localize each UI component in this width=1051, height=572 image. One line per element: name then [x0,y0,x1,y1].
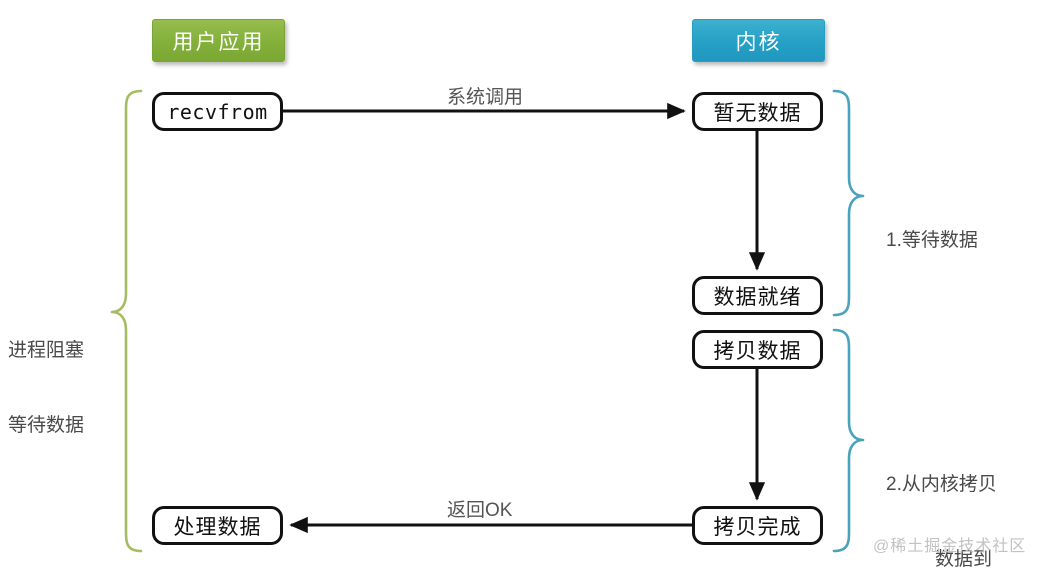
node-no-data-label: 暂无数据 [713,101,802,125]
node-copy-data-label: 拷贝数据 [713,339,802,363]
header-user-application: 用户应用 [152,19,285,62]
node-copy-data[interactable]: 拷贝数据 [692,330,823,369]
annotation-step-2: 2.从内核拷贝 数据到 用户空间 [886,422,1041,572]
edge-label-syscall: 系统调用 [447,87,524,108]
annotation-process-blocked-line2: 等待数据 [8,415,85,437]
node-data-ready[interactable]: 数据就绪 [692,276,823,315]
node-data-ready-label: 数据就绪 [713,285,802,309]
brace-process-blocked [110,89,143,553]
header-user-application-label: 用户应用 [172,30,265,54]
node-recvfrom-label: recvfrom [167,99,268,124]
brace-step-2 [832,328,865,553]
node-process-data-label: 处理数据 [173,515,262,539]
annotation-process-blocked: 进程阻塞 等待数据 [8,288,84,489]
edge-label-return-ok: 返回OK [447,500,513,521]
header-kernel-label: 内核 [735,30,782,54]
brace-step-1 [832,89,865,317]
annotation-step-1-line1: 1.等待数据 [886,230,978,252]
annotation-step-1: 1.等待数据 [886,178,1036,303]
annotation-step-2-line2: 数据到 [934,549,992,571]
watermark: @稀土掘金技术社区 [873,538,1027,555]
header-kernel: 内核 [692,19,825,62]
annotation-step-2-line1: 2.从内核拷贝 [886,474,997,496]
annotation-process-blocked-line1: 进程阻塞 [8,340,85,362]
node-recvfrom[interactable]: recvfrom [152,92,283,131]
node-copy-done[interactable]: 拷贝完成 [692,506,823,545]
node-process-data[interactable]: 处理数据 [152,506,283,545]
node-no-data[interactable]: 暂无数据 [692,92,823,131]
node-copy-done-label: 拷贝完成 [713,515,802,539]
